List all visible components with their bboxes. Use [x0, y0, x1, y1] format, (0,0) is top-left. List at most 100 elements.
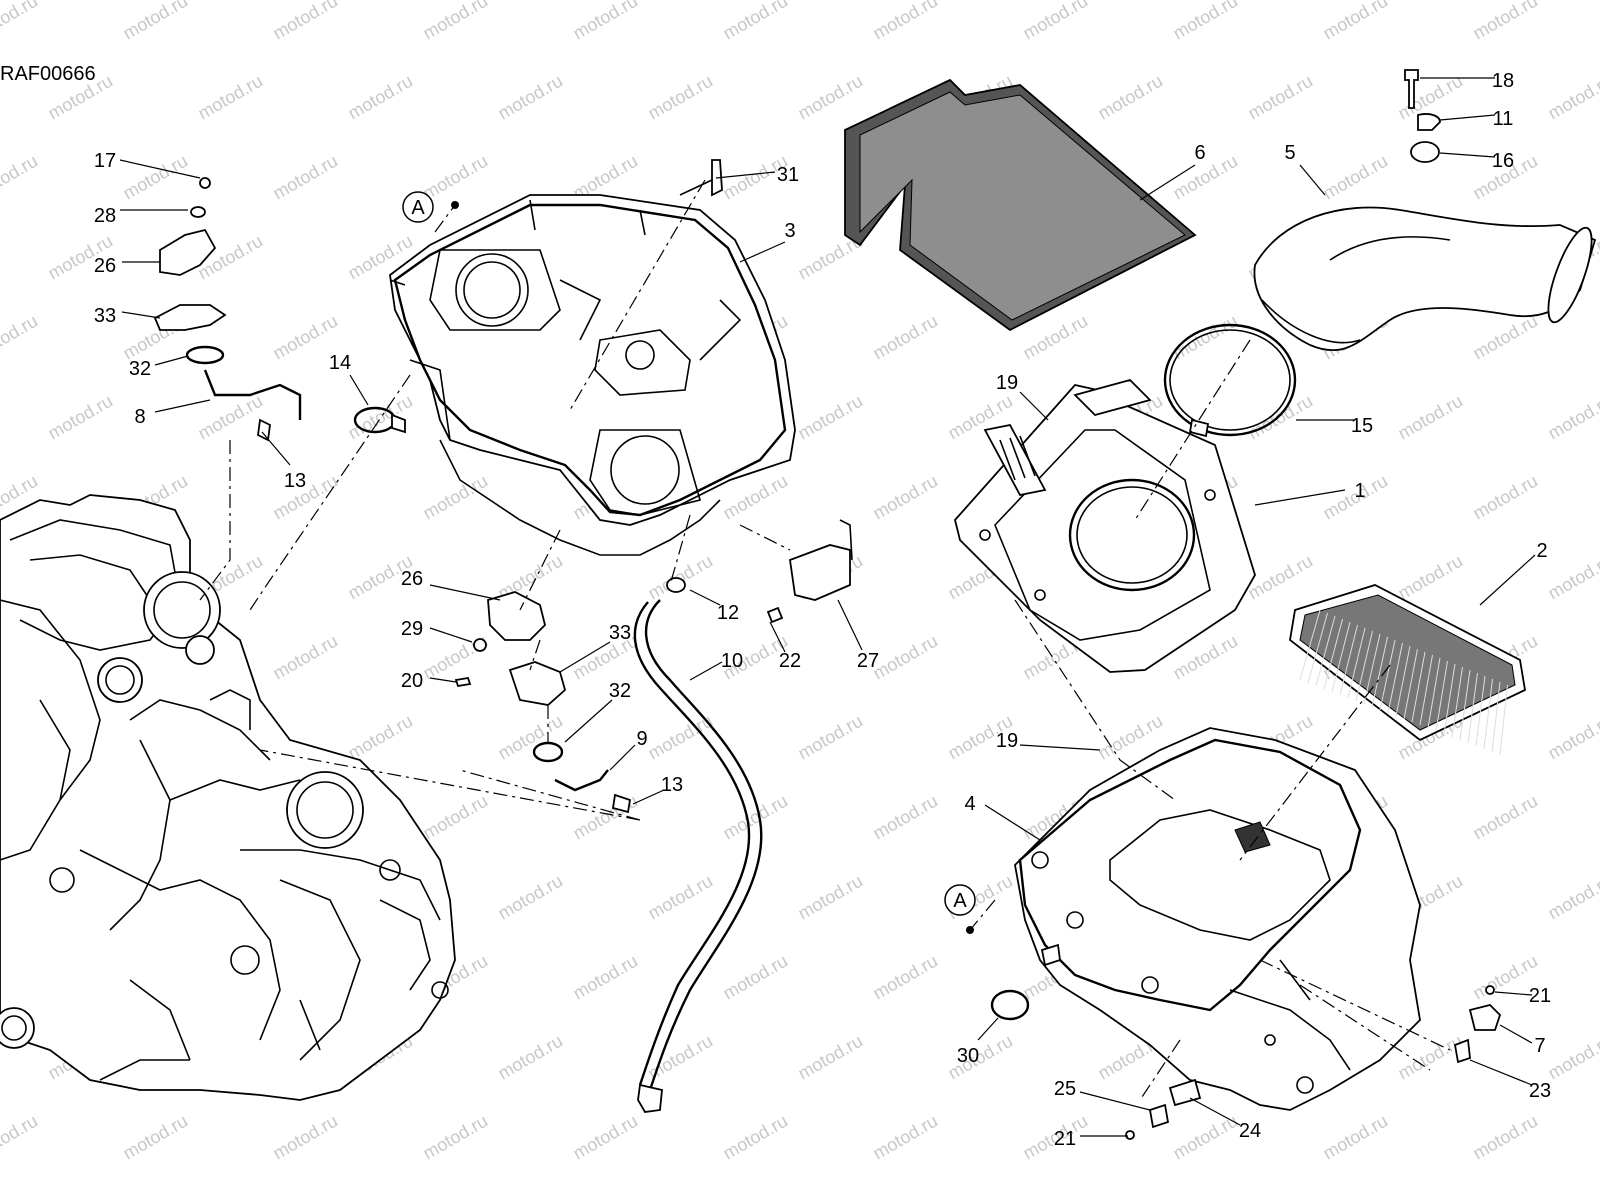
watermark-text: motod.ru: [795, 71, 867, 124]
watermark-text: motod.ru: [420, 1111, 492, 1164]
watermark-text: motod.ru: [1245, 391, 1317, 444]
watermark-text: motod.ru: [1470, 1111, 1542, 1164]
callout-number: 9: [636, 728, 647, 750]
callout-number: 3: [784, 220, 795, 242]
intake-duct-part-5: [1253, 206, 1597, 351]
callout-leader-line: [739, 241, 786, 263]
callout: 3: [739, 220, 796, 263]
watermark-text: motod.ru: [1245, 71, 1317, 124]
watermark-text: motod.ru: [645, 71, 717, 124]
watermark-text: motod.ru: [1320, 151, 1392, 204]
callout-leader-line: [977, 1017, 999, 1041]
callout-number: 28: [94, 205, 116, 227]
callout-number: 19: [996, 372, 1018, 394]
callout: 26: [94, 255, 160, 277]
filter-hatch-line: [1347, 627, 1366, 699]
watermark-text: motod.ru: [0, 1111, 41, 1164]
watermark-text: motod.ru: [345, 71, 417, 124]
watermark-text: motod.ru: [1470, 0, 1542, 43]
watermark-text: motod.ru: [795, 711, 867, 764]
watermark-text: motod.ru: [45, 391, 117, 444]
callout-leader-line: [1499, 1024, 1533, 1044]
watermark-text: motod.ru: [0, 0, 41, 43]
watermark-text: motod.ru: [795, 1031, 867, 1084]
watermark-text: motod.ru: [1170, 1111, 1242, 1164]
callout: 7: [1499, 1024, 1546, 1057]
callout-number: 5: [1284, 142, 1295, 164]
callout-leader-line: [261, 431, 291, 466]
callout-leader-line: [1479, 554, 1536, 606]
callout: 13: [632, 774, 683, 805]
callout: 4: [964, 793, 1041, 841]
filter-hatch-line: [1355, 630, 1373, 702]
watermark-text: motod.ru: [270, 0, 342, 43]
callout: 22: [769, 621, 801, 672]
callout-leader-line: [1019, 391, 1049, 421]
watermark-text: motod.ru: [1395, 551, 1467, 604]
watermark-text: motod.ru: [720, 0, 792, 43]
callout-leader-line: [689, 589, 721, 606]
watermark-text: motod.ru: [1470, 311, 1542, 364]
watermark-text: motod.ru: [645, 871, 717, 924]
callout: 9: [609, 728, 648, 771]
callout: 33: [94, 305, 161, 327]
callout-number: 10: [721, 650, 743, 672]
callout-number: 17: [94, 150, 116, 172]
callout-leader-line: [632, 789, 665, 805]
callout-number: 13: [284, 470, 306, 492]
watermark-text: motod.ru: [1170, 311, 1242, 364]
callout-number: 15: [1351, 415, 1373, 437]
callout-number: 18: [1492, 70, 1514, 92]
callout-number: 30: [957, 1045, 979, 1067]
callout: 8: [134, 399, 211, 428]
callout-number: 22: [779, 650, 801, 672]
callout: 17: [94, 150, 201, 179]
callout-leader-line: [984, 804, 1041, 841]
watermark-text: motod.ru: [570, 951, 642, 1004]
intake-plate-part-1: [954, 378, 1256, 673]
callout-leader-line: [609, 744, 636, 771]
watermark-text: motod.ru: [495, 1031, 567, 1084]
marker-arrowhead: [966, 926, 974, 934]
watermark-text: motod.ru: [495, 71, 567, 124]
callout-number: 16: [1492, 150, 1514, 172]
filter-hatch-line: [1363, 633, 1381, 705]
filter-hatch-line: [1427, 657, 1441, 729]
watermark-text: motod.ru: [120, 151, 192, 204]
filter-hatch-line: [1323, 618, 1343, 690]
callout-leader-line: [349, 374, 369, 406]
callout-leader-line: [1254, 489, 1346, 506]
callout: 2: [1479, 540, 1548, 606]
seal-ring-30: [990, 989, 1030, 1021]
callout-number: 4: [964, 793, 975, 815]
callout: 30: [957, 1017, 999, 1067]
small-parts-lower-right: [1125, 985, 1502, 1140]
sensor-bracket-middle: [454, 591, 632, 814]
clamp-ring-15: [1163, 323, 1297, 438]
filter-hatch-line: [1387, 642, 1403, 714]
callout-number: 7: [1534, 1035, 1545, 1057]
callout-leader-line: [121, 311, 161, 319]
watermark-text: motod.ru: [1320, 1111, 1392, 1164]
callout: 10: [689, 650, 743, 681]
callout-leader-line: [1299, 164, 1326, 196]
filter-hatch-line: [1299, 609, 1321, 681]
filter-hatch-line: [1419, 654, 1433, 726]
filter-hatch-line: [1379, 639, 1396, 711]
callout: 21: [1054, 1128, 1128, 1150]
reference-marker-a: A: [402, 191, 459, 233]
filter-hatch-line: [1443, 663, 1456, 735]
filter-hatch-line: [1411, 651, 1426, 723]
lower-airbox-part-4: [1014, 727, 1421, 1111]
watermark-text: motod.ru: [195, 391, 267, 444]
watermark-text: motod.ru: [720, 951, 792, 1004]
air-filter-part-2: [1289, 584, 1526, 756]
callout: 32: [129, 355, 189, 380]
watermark-text: motod.ru: [870, 311, 942, 364]
watermark-text: motod.ru: [345, 711, 417, 764]
watermark-text: motod.ru: [1395, 391, 1467, 444]
marker-arrow-line: [434, 204, 456, 233]
callout-leader-line: [715, 171, 776, 179]
filter-hatch-line: [1499, 684, 1508, 756]
